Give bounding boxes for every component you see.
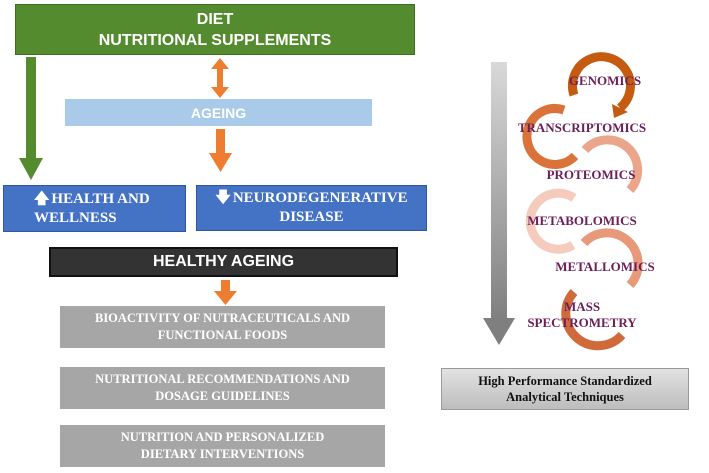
- genomics-ring-icon: [567, 52, 635, 112]
- transcriptomics-label: TRANSCRIPTOMICS: [518, 120, 646, 135]
- mass-spectrometry-ring-icon: [561, 289, 626, 351]
- analytical-line2: Analytical Techniques: [506, 390, 624, 404]
- green-down-arrow-icon: [19, 57, 43, 180]
- personalized-line2: DIETARY INTERVENTIONS: [140, 447, 305, 461]
- bioactivity-box: BIOACTIVITY OF NUTRACEUTICALS AND FUNCTI…: [60, 306, 385, 348]
- diet-label: DIET: [196, 10, 234, 28]
- orange-down-arrow-2-icon: [214, 280, 237, 305]
- ageing-box: AGEING: [65, 99, 372, 126]
- grey-down-arrow-icon: [483, 62, 515, 345]
- disease-label: DISEASE: [279, 209, 344, 225]
- omics-cycle-rings: [522, 52, 643, 351]
- recommendations-line1: NUTRITIONAL RECOMMENDATIONS AND: [95, 372, 350, 386]
- up-arrow-icon: 🡅: [34, 190, 50, 207]
- personalized-line1: NUTRITION AND PERSONALIZED: [120, 430, 325, 444]
- recommendations-line2: DOSAGE GUIDELINES: [155, 389, 290, 403]
- health-label: HEALTH AND: [51, 190, 150, 207]
- metabolomics-label: METABOLOMICS: [527, 213, 637, 228]
- nutritional-supplements-label: NUTRITIONAL SUPPLEMENTS: [98, 31, 332, 49]
- orange-double-arrow-icon: [211, 58, 229, 98]
- healthy-ageing-box: HEALTHY AGEING: [49, 247, 398, 277]
- metallomics-ring-icon: [580, 228, 643, 289]
- neurodegenerative-disease-box: 🡇NEURODEGENERATIVE DISEASE: [196, 185, 427, 231]
- transcriptomics-ring-icon: [522, 104, 579, 169]
- analytical-line1: High Performance Standardized: [478, 374, 652, 388]
- health-wellness-box: 🡅HEALTH AND WELLNESS: [3, 185, 186, 232]
- proteomics-label: PROTEOMICS: [547, 167, 636, 182]
- diet-supplements-box: DIET NUTRITIONAL SUPPLEMENTS: [15, 4, 415, 55]
- neurodegenerative-label: NEURODEGENERATIVE: [232, 190, 408, 206]
- spectrometry-label: SPECTROMETRY: [527, 315, 637, 330]
- down-arrow-icon: 🡇: [215, 190, 231, 206]
- bioactivity-line1: BIOACTIVITY OF NUTRACEUTICALS AND: [94, 311, 351, 325]
- metallomics-label: METALLOMICS: [555, 259, 654, 274]
- wellness-label: WELLNESS: [34, 209, 117, 226]
- proteomics-ring-icon: [581, 135, 643, 193]
- genomics-label: GENOMICS: [569, 73, 641, 88]
- ageing-label: AGEING: [190, 104, 247, 121]
- analytical-techniques-box: High Performance Standardized Analytical…: [441, 368, 689, 410]
- metabolomics-ring-icon: [525, 188, 577, 254]
- bioactivity-line2: FUNCTIONAL FOODS: [157, 328, 288, 342]
- orange-down-arrow-icon: [209, 129, 232, 172]
- personalized-nutrition-box: NUTRITION AND PERSONALIZED DIETARY INTER…: [60, 425, 385, 467]
- mass-label: MASS: [564, 299, 600, 314]
- recommendations-box: NUTRITIONAL RECOMMENDATIONS AND DOSAGE G…: [60, 367, 385, 409]
- healthy-ageing-label: HEALTHY AGEING: [152, 253, 295, 270]
